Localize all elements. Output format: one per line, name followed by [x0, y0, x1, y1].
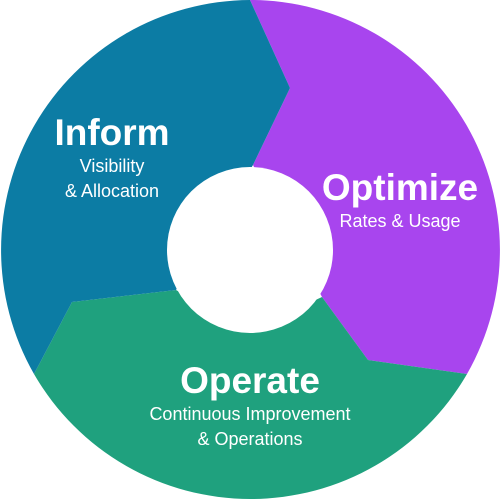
operate-segment[interactable]: [34, 290, 467, 499]
inform-subtitle-line-1: Visibility: [79, 156, 145, 176]
optimize-title: Optimize: [321, 167, 479, 208]
operate-subtitle-line-2: & Operations: [197, 429, 303, 449]
inform-title: Inform: [54, 112, 170, 153]
optimize-label: Optimize Rates & Usage: [305, 167, 495, 234]
operate-label: Operate Continuous Improvement & Operati…: [80, 360, 420, 452]
optimize-segment[interactable]: [250, 0, 500, 374]
inform-subtitle-line-2: & Allocation: [64, 181, 160, 201]
inform-label: Inform Visibility & Allocation: [22, 112, 202, 204]
operate-subtitle-line-1: Continuous Improvement: [149, 404, 351, 424]
optimize-subtitle-line-1: Rates & Usage: [339, 211, 461, 231]
center-hole: [167, 167, 333, 333]
inform-segment[interactable]: [1, 0, 291, 374]
operate-title: Operate: [180, 360, 320, 401]
